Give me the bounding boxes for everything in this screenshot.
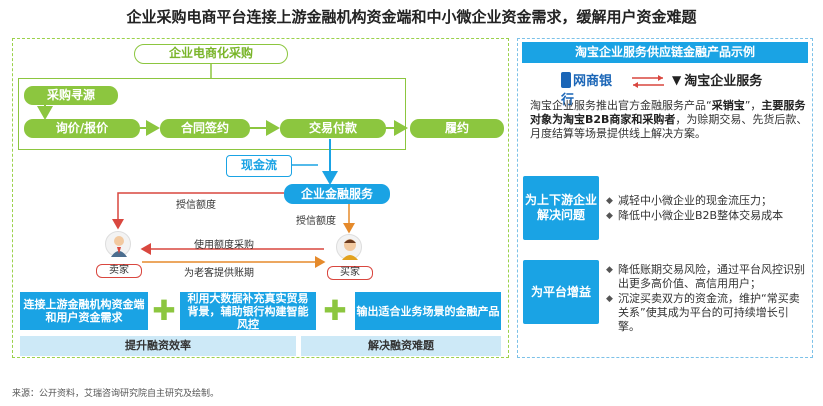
buyer-tag: 买家 [327, 266, 373, 280]
step-fulfillment: 履约 [410, 119, 504, 138]
list-item: 降低账期交易风险，通过平台风控识别出更多高价值、高信用用户； [606, 263, 810, 291]
plus-icon: ✚ [152, 294, 176, 327]
upstream-title: 为上下游企业解决问题 [523, 176, 599, 240]
list-item: 沉淀买卖双方的资金流，维护“常买卖关系”使其成为平台的可持续增长引擎。 [606, 292, 810, 334]
connect-block: 连接上游金融机构资金端和用户资金需求 [20, 292, 148, 330]
platform-title: 为平台增益 [523, 260, 599, 324]
seller-tag: 卖家 [96, 264, 142, 278]
step-contract: 合同签约 [160, 119, 250, 138]
mybank-logo: 网商银行 [561, 70, 623, 108]
solve-block: 解决融资难题 [301, 336, 501, 356]
upstream-points: 减轻中小微企业的现金流压力； 降低中小微企业B2B整体交易成本 [606, 194, 808, 224]
credit-label-left: 授信额度 [176, 200, 216, 211]
page-title: 企业采购电商平台连接上游金融机构资金端和中小微企业资金需求，缓解用户资金难题 [126, 8, 697, 26]
output-block: 输出适合业务场景的金融产品 [355, 292, 501, 330]
exchange-arrows-icon [632, 75, 664, 88]
list-item: 减轻中小微企业的现金流压力； [606, 194, 808, 208]
efficiency-block: 提升融资效率 [20, 336, 296, 356]
taobao-logo: ▼淘宝企业服务 [672, 72, 763, 90]
step-inquiry: 询价/报价 [24, 119, 140, 138]
right-panel [517, 38, 813, 358]
right-header: 淘宝企业服务供应链金融产品示例 [522, 42, 808, 63]
source-note: 来源：公开资料，艾瑞咨询研究院自主研究及绘制。 [12, 389, 220, 399]
credit-label-right: 授信额度 [296, 216, 336, 227]
buyer-icon [342, 239, 358, 260]
provide-period-label: 为老客提供账期 [184, 268, 254, 279]
process-box [18, 78, 406, 150]
finance-service: 企业金融服务 [284, 184, 390, 204]
seller-avatar [105, 231, 131, 257]
taobao-logo-icon: ▼ [672, 72, 682, 87]
step-sourcing: 采购寻源 [24, 86, 118, 105]
cash-flow-label: 现金流 [226, 155, 292, 177]
intro-text: 淘宝企业服务推出官方金融服务产品“采销宝”，主要服务对象为淘宝B2B商家和采购者… [530, 99, 808, 140]
buyer-avatar [336, 234, 362, 260]
plus-icon: ✚ [323, 294, 347, 327]
seller-icon [111, 236, 127, 257]
step-payment: 交易付款 [280, 119, 386, 138]
bigdata-block: 利用大数据补充真实贸易背景，辅助银行构建智能风控 [180, 292, 316, 331]
use-credit-label: 使用额度采购 [194, 240, 254, 251]
left-panel [12, 38, 509, 358]
mybank-logo-icon [561, 71, 571, 88]
platform-points: 降低账期交易风险，通过平台风控识别出更多高价值、高信用用户； 沉淀买卖双方的资金… [606, 263, 810, 335]
ecommerce-label: 企业电商化采购 [134, 44, 288, 64]
list-item: 降低中小微企业B2B整体交易成本 [606, 209, 808, 223]
